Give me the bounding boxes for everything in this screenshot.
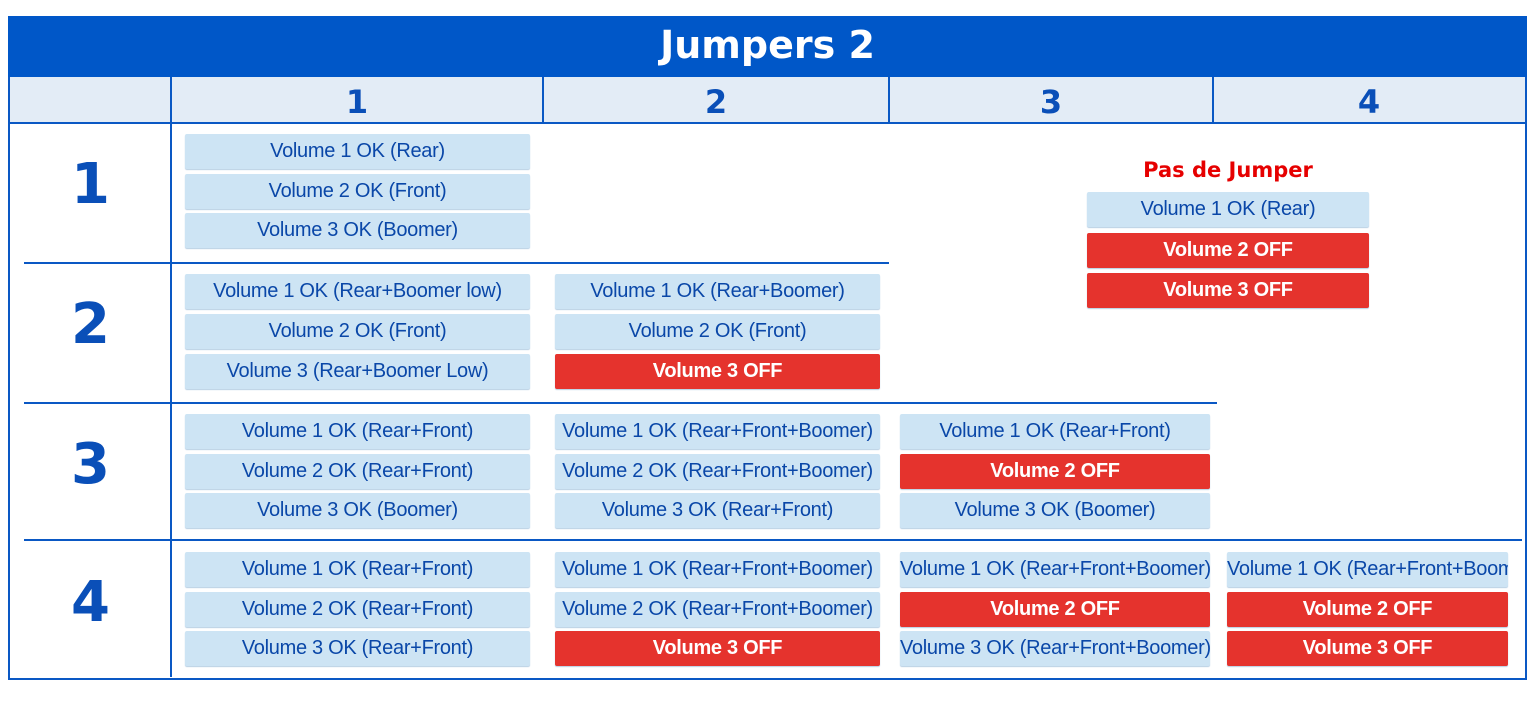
column-header-row (10, 77, 1525, 124)
divider (888, 77, 890, 123)
volume-ok-badge: Volume 1 OK (Rear+Front+Boomer) (900, 552, 1210, 587)
column-header-1: 1 (345, 83, 369, 121)
page-title: Jumpers 2 (8, 16, 1527, 77)
volume-ok-badge: Volume 2 OK (Rear+Front+Boomer) (555, 592, 880, 627)
volume-ok-badge: Volume 3 OK (Boomer) (900, 493, 1210, 528)
divider (170, 77, 172, 677)
volume-ok-badge: Volume 1 OK (Rear+Boomer) (555, 274, 880, 309)
volume-ok-badge: Volume 2 OK (Front) (185, 174, 530, 209)
column-header-4: 4 (1357, 83, 1381, 121)
volume-ok-badge: Volume 3 OK (Rear+Front) (555, 493, 880, 528)
no-jumper-label: Pas de Jumper (1143, 158, 1313, 182)
volume-off-badge: Volume 3 OFF (1227, 631, 1508, 666)
volume-off-badge: Volume 3 OFF (555, 354, 880, 389)
row-header-2: 2 (71, 292, 110, 357)
volume-off-badge: Volume 2 OFF (900, 454, 1210, 489)
divider (24, 262, 889, 264)
volume-ok-badge: Volume 1 OK (Rear+Front+Boomer) (555, 414, 880, 449)
volume-ok-badge: Volume 1 OK (Rear+Front) (185, 414, 530, 449)
volume-ok-badge: Volume 1 OK (Rear) (185, 134, 530, 169)
volume-ok-badge: Volume 3 OK (Rear+Front) (185, 631, 530, 666)
volume-ok-badge: Volume 3 OK (Rear+Front+Boomer) (900, 631, 1210, 666)
volume-off-badge: Volume 3 OFF (555, 631, 880, 666)
volume-ok-badge: Volume 1 OK (Rear+Front) (185, 552, 530, 587)
volume-ok-badge: Volume 1 OK (Rear) (1087, 192, 1369, 227)
divider (24, 539, 1522, 541)
volume-off-badge: Volume 2 OFF (1227, 592, 1508, 627)
volume-ok-badge: Volume 1 OK (Rear+Boomer low) (185, 274, 530, 309)
volume-ok-badge: Volume 3 OK (Boomer) (185, 493, 530, 528)
column-header-3: 3 (1039, 83, 1063, 121)
volume-ok-badge: Volume 2 OK (Rear+Front) (185, 454, 530, 489)
volume-ok-badge: Volume 2 OK (Front) (185, 314, 530, 349)
volume-ok-badge: Volume 3 OK (Boomer) (185, 213, 530, 248)
volume-ok-badge: Volume 3 (Rear+Boomer Low) (185, 354, 530, 389)
volume-off-badge: Volume 2 OFF (1087, 233, 1369, 268)
volume-ok-badge: Volume 2 OK (Front) (555, 314, 880, 349)
row-header-4: 4 (71, 570, 110, 635)
volume-ok-badge: Volume 1 OK (Rear+Front+Boomer) (555, 552, 880, 587)
volume-off-badge: Volume 3 OFF (1087, 273, 1369, 308)
row-header-1: 1 (71, 152, 110, 217)
volume-ok-badge: Volume 2 OK (Rear+Front+Boomer) (555, 454, 880, 489)
volume-off-badge: Volume 2 OFF (900, 592, 1210, 627)
divider (542, 77, 544, 123)
volume-ok-badge: Volume 1 OK (Rear+Front) (900, 414, 1210, 449)
divider (24, 402, 1217, 404)
column-header-2: 2 (704, 83, 728, 121)
row-header-3: 3 (71, 432, 110, 497)
volume-ok-badge: Volume 1 OK (Rear+Front+Boomer) (1227, 552, 1508, 587)
volume-ok-badge: Volume 2 OK (Rear+Front) (185, 592, 530, 627)
divider (1212, 77, 1214, 123)
